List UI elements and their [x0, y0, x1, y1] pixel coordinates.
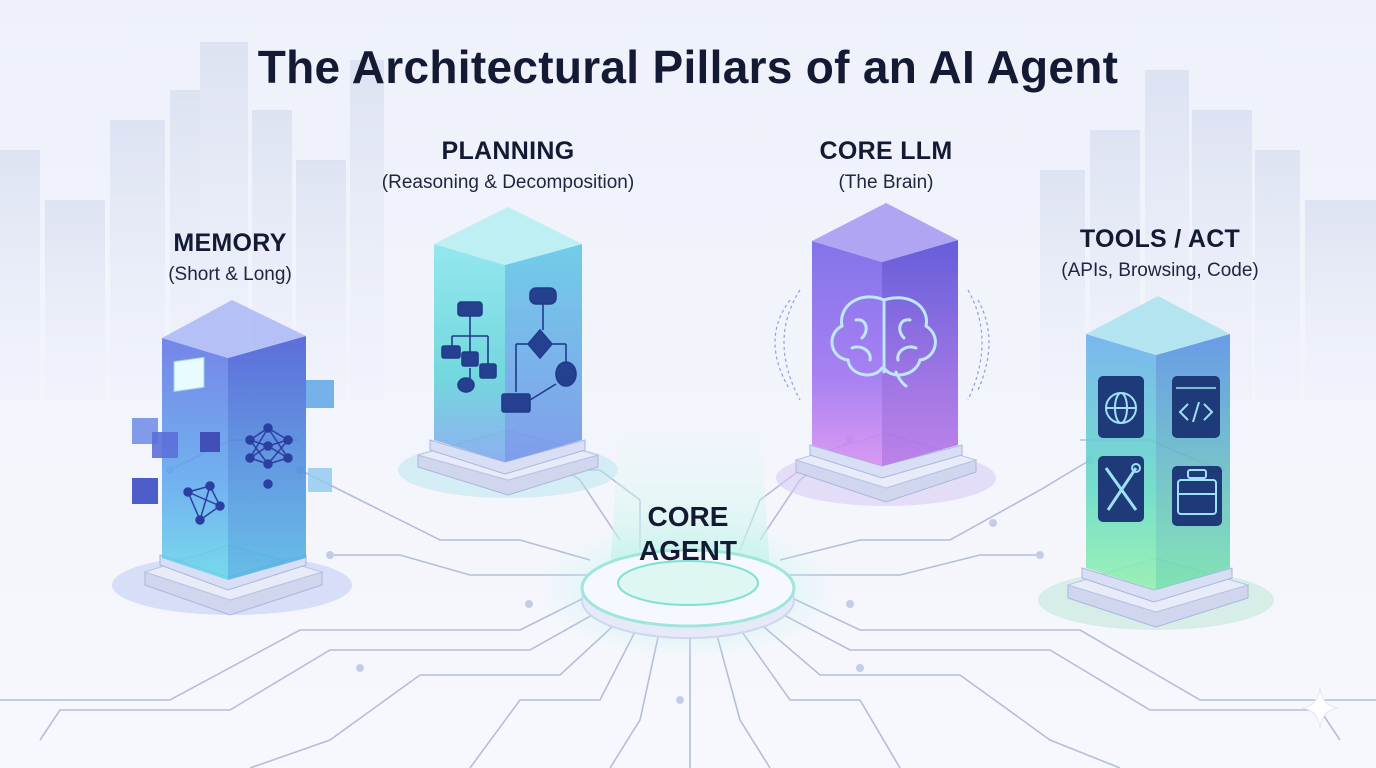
label-memory: MEMORY (Short & Long) — [110, 229, 350, 286]
briefcase-icon — [1172, 466, 1222, 526]
label-planning: PLANNING (Reasoning & Decomposition) — [348, 137, 668, 194]
core-agent-line1: CORE — [647, 501, 729, 532]
binary-text-ring-icon — [774, 289, 990, 401]
code-window-icon — [1172, 376, 1220, 438]
pillar-memory — [112, 300, 352, 616]
label-planning-name: PLANNING — [441, 137, 575, 165]
core-agent-line2: AGENT — [639, 535, 737, 566]
label-tools: TOOLS / ACT (APIs, Browsing, Code) — [1030, 225, 1290, 282]
label-planning-subtitle: (Reasoning & Decomposition) — [381, 172, 635, 193]
diagram-title: The Architectural Pillars of an AI Agent — [257, 41, 1119, 93]
label-memory-name: MEMORY — [173, 229, 287, 257]
sparkle-icon — [1301, 687, 1339, 729]
pillar-tools — [1038, 296, 1274, 630]
globe-icon — [1098, 376, 1144, 438]
label-memory-subtitle: (Short & Long) — [168, 264, 292, 285]
label-tools-subtitle: (APIs, Browsing, Code) — [1061, 260, 1259, 281]
flowchart-decision-icon — [501, 287, 577, 413]
label-core-llm-name: CORE LLM — [819, 137, 953, 165]
pillar-planning — [398, 207, 618, 498]
label-core-llm-subtitle: (The Brain) — [838, 172, 934, 193]
cube-cluster-icon — [132, 356, 334, 504]
core-agent-label: CORE AGENT — [598, 500, 778, 568]
graph-network-icon — [183, 481, 225, 525]
core-agent-platform — [538, 520, 838, 660]
pillar-core-llm — [774, 203, 996, 506]
label-tools-name: TOOLS / ACT — [1079, 225, 1241, 253]
flowchart-tree-icon — [441, 301, 497, 393]
wrench-screwdriver-icon — [1098, 456, 1144, 522]
brain-icon — [830, 295, 937, 388]
label-core-llm: CORE LLM (The Brain) — [766, 137, 1006, 194]
neural-network-icon — [245, 423, 293, 489]
